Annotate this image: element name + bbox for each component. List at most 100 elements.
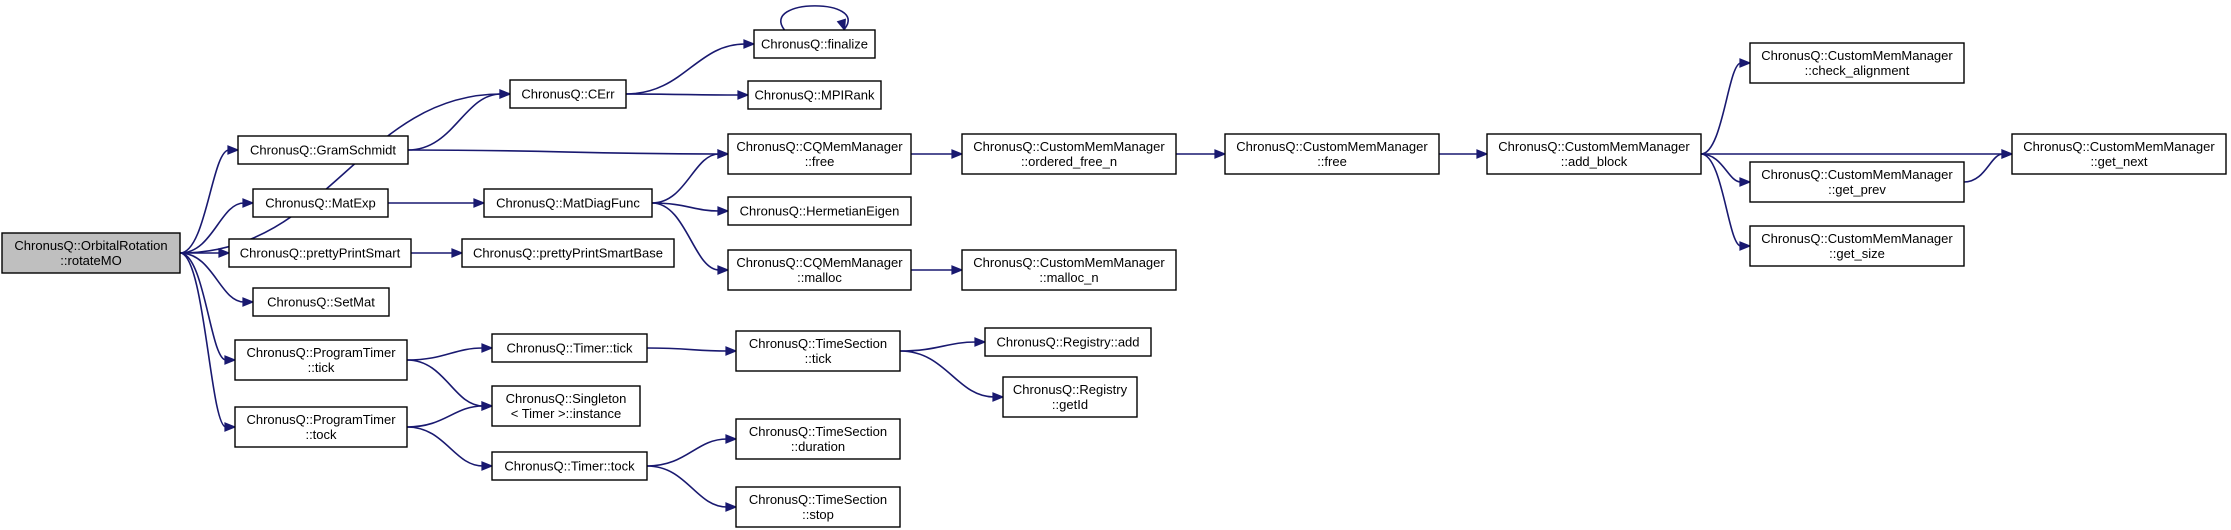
node-prettyPrintSmartBase[interactable]: ChronusQ::prettyPrintSmartBase: [461, 238, 675, 268]
node-Timer_tick[interactable]: ChronusQ::Timer::tick: [491, 333, 648, 363]
edge-line: [407, 149, 720, 155]
edge-line: [646, 465, 728, 508]
node-box: [491, 333, 648, 363]
edge-arrowhead: [227, 145, 240, 155]
node-box: [491, 385, 641, 427]
node-GramSchmidt[interactable]: ChronusQ::GramSchmidt: [237, 135, 409, 165]
node-label: ChronusQ::CustomMemManager: [1761, 167, 1953, 182]
edge-add_block-to-get_next: [1701, 149, 2014, 159]
edge-line: [651, 202, 720, 212]
edge-line: [780, 5, 849, 31]
node-box: [1749, 42, 1965, 84]
node-label: ChronusQ::CustomMemManager: [973, 139, 1165, 154]
edge-line: [406, 405, 484, 428]
node-CMM_free[interactable]: ChronusQ::CustomMemManager::free: [1224, 133, 1440, 175]
node-malloc_n[interactable]: ChronusQ::CustomMemManager::malloc_n: [961, 249, 1177, 291]
edge-rotateMO-to-ProgramTimer_tick: [179, 252, 237, 365]
node-rotateMO[interactable]: ChronusQ::OrbitalRotation::rotateMO: [1, 232, 181, 274]
edge-ProgramTimer_tock-to-Singleton_instance: [406, 401, 494, 428]
edge-arrowhead: [725, 502, 738, 512]
node-CQ_free[interactable]: ChronusQ::CQMemManager::free: [727, 133, 912, 175]
node-label: ChronusQ::Timer::tock: [504, 459, 635, 474]
node-box: [461, 238, 675, 268]
node-get_next[interactable]: ChronusQ::CustomMemManager::get_next: [2011, 133, 2227, 175]
node-Registry_add[interactable]: ChronusQ::Registry::add: [984, 327, 1152, 357]
edge-ProgramTimer_tock-to-Timer_tock: [406, 426, 494, 471]
edge-line: [407, 93, 502, 151]
edge-line: [651, 202, 720, 271]
node-box: [735, 330, 901, 372]
edge-line: [625, 93, 740, 96]
node-label: ChronusQ::CErr: [521, 87, 615, 102]
node-box: [1, 232, 181, 274]
node-get_prev[interactable]: ChronusQ::CustomMemManager::get_prev: [1749, 161, 1965, 203]
node-label: ChronusQ::MatExp: [265, 196, 376, 211]
node-MPIRank[interactable]: ChronusQ::MPIRank: [747, 80, 882, 110]
node-label: ::getId: [1052, 397, 1088, 412]
node-label: ChronusQ::HermetianEigen: [740, 204, 900, 219]
node-get_size[interactable]: ChronusQ::CustomMemManager::get_size: [1749, 225, 1965, 267]
node-ProgramTimer_tock[interactable]: ChronusQ::ProgramTimer::tock: [234, 406, 408, 448]
node-ordered_free_n[interactable]: ChronusQ::CustomMemManager::ordered_free…: [961, 133, 1177, 175]
node-Timer_tock[interactable]: ChronusQ::Timer::tock: [491, 451, 648, 481]
node-box: [735, 486, 901, 528]
edge-arrowhead: [717, 149, 730, 159]
edge-MatDiagFunc-to-HermetianEigen: [651, 202, 730, 216]
node-prettyPrintSmart[interactable]: ChronusQ::prettyPrintSmart: [228, 238, 412, 268]
node-TimeSection_tick[interactable]: ChronusQ::TimeSection::tick: [735, 330, 901, 372]
node-CErr[interactable]: ChronusQ::CErr: [509, 79, 627, 109]
node-HermetianEigen[interactable]: ChronusQ::HermetianEigen: [727, 196, 912, 226]
edge-arrowhead: [224, 422, 237, 432]
node-label: ::get_next: [2090, 154, 2147, 169]
edge-arrowhead: [499, 89, 512, 99]
node-box: [252, 287, 390, 317]
node-MatDiagFunc[interactable]: ChronusQ::MatDiagFunc: [483, 188, 653, 218]
node-TimeSection_stop[interactable]: ChronusQ::TimeSection::stop: [735, 486, 901, 528]
node-box: [727, 133, 912, 175]
edge-rotateMO-to-MatExp: [179, 198, 255, 254]
node-box: [1224, 133, 1440, 175]
node-label: ChronusQ::prettyPrintSmart: [240, 246, 401, 261]
node-ProgramTimer_tick[interactable]: ChronusQ::ProgramTimer::tick: [234, 339, 408, 381]
node-label: < Timer >::instance: [511, 406, 622, 421]
edge-line: [1700, 153, 1742, 183]
edge-line: [179, 149, 230, 254]
node-TimeSection_duration[interactable]: ChronusQ::TimeSection::duration: [735, 418, 901, 460]
edge-MatDiagFunc-to-CQ_malloc: [651, 202, 730, 275]
node-box: [735, 418, 901, 460]
edge-CErr-to-finalize: [625, 39, 756, 95]
node-label: ChronusQ::ProgramTimer: [246, 345, 396, 360]
node-label: ChronusQ::MPIRank: [755, 88, 875, 103]
edge-line: [179, 252, 227, 361]
node-label: ChronusQ::CQMemManager: [736, 255, 903, 270]
edge-arrowhead: [1214, 149, 1227, 159]
node-box: [727, 196, 912, 226]
edge-Timer_tick-to-TimeSection_tick: [646, 346, 738, 356]
node-Registry_getId[interactable]: ChronusQ::Registry::getId: [1002, 376, 1138, 418]
edge-line: [1963, 153, 2004, 183]
node-box: [961, 249, 1177, 291]
node-Singleton_instance[interactable]: ChronusQ::Singleton< Timer >::instance: [491, 385, 641, 427]
edge-arrowhead: [1739, 241, 1752, 251]
node-SetMat[interactable]: ChronusQ::SetMat: [252, 287, 390, 317]
edge-CMM_free-to-add_block: [1438, 149, 1489, 159]
node-label: ::rotateMO: [60, 253, 121, 268]
edge-line: [625, 43, 746, 95]
edge-arrowhead: [242, 297, 255, 307]
edge-arrowhead: [717, 206, 730, 216]
node-check_alignment[interactable]: ChronusQ::CustomMemManager::check_alignm…: [1749, 42, 1965, 84]
node-label: ChronusQ::Timer::tick: [507, 341, 633, 356]
node-MatExp[interactable]: ChronusQ::MatExp: [252, 188, 389, 218]
node-add_block[interactable]: ChronusQ::CustomMemManager::add_block: [1486, 133, 1702, 175]
edge-line: [899, 341, 977, 352]
node-label: ::stop: [802, 507, 834, 522]
node-label: ChronusQ::CustomMemManager: [1761, 48, 1953, 63]
node-box: [237, 135, 409, 165]
node-CQ_malloc[interactable]: ChronusQ::CQMemManager::malloc: [727, 249, 912, 291]
edge-line: [179, 202, 245, 254]
edge-ordered_free_n-to-CMM_free: [1175, 149, 1227, 159]
node-finalize[interactable]: ChronusQ::finalize: [753, 29, 876, 59]
node-label: ::tock: [305, 427, 337, 442]
edge-Timer_tock-to-TimeSection_stop: [646, 465, 738, 512]
